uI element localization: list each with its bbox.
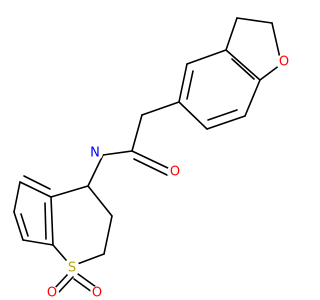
bond: [131, 114, 143, 152]
bond: [58, 276, 74, 293]
bond: [23, 175, 51, 190]
amide-nitrogen-label: N: [90, 146, 100, 161]
bond: [206, 115, 246, 130]
sulfonyl-oxygen-left-atom: O: [45, 286, 59, 300]
bond: [207, 109, 238, 121]
furan-oxygen-atom: O: [276, 54, 292, 70]
bond: [102, 150, 133, 156]
bond: [103, 215, 113, 255]
bond: [87, 154, 104, 187]
carbonyl-oxygen-label: O: [170, 165, 180, 180]
sulfonyl-oxygen-right-label: O: [92, 286, 102, 300]
bond: [271, 22, 281, 59]
bond-layer: [13, 17, 281, 293]
bond: [141, 101, 180, 116]
amide-nitrogen-atom: N: [87, 145, 103, 161]
bond: [186, 70, 194, 100]
bond: [186, 49, 227, 65]
bond: [244, 79, 261, 117]
sulfonyl-oxygen-left-label: O: [47, 286, 57, 300]
furan-oxygen-label: O: [279, 55, 289, 70]
bond: [13, 211, 24, 241]
structure-svg: O O N S O O: [13, 17, 292, 300]
bond: [52, 244, 67, 261]
bond: [53, 273, 69, 290]
bond: [178, 101, 208, 130]
bond: [77, 273, 97, 288]
bond: [44, 202, 47, 240]
bond: [87, 185, 113, 217]
bond: [225, 17, 238, 51]
bond: [225, 49, 261, 81]
bond: [73, 278, 93, 293]
sulfonyl-oxygen-right-atom: O: [90, 286, 104, 300]
carbonyl-oxygen-atom: O: [167, 164, 183, 180]
bond: [231, 58, 255, 80]
bond: [50, 185, 89, 198]
atom-layer: O O N S O O: [45, 54, 292, 300]
bond: [133, 158, 168, 176]
sulfonyl-sulfur-label: S: [68, 261, 76, 276]
bond: [259, 64, 281, 81]
bond: [236, 17, 273, 24]
bond: [50, 196, 54, 246]
bond: [20, 213, 29, 237]
bond: [13, 181, 21, 213]
bond: [22, 239, 54, 246]
sulfonyl-sulfur-atom: S: [64, 260, 80, 276]
bond: [19, 181, 52, 198]
bond: [131, 150, 171, 170]
bond: [178, 63, 188, 103]
molecule-diagram: O O N S O O: [13, 17, 292, 300]
